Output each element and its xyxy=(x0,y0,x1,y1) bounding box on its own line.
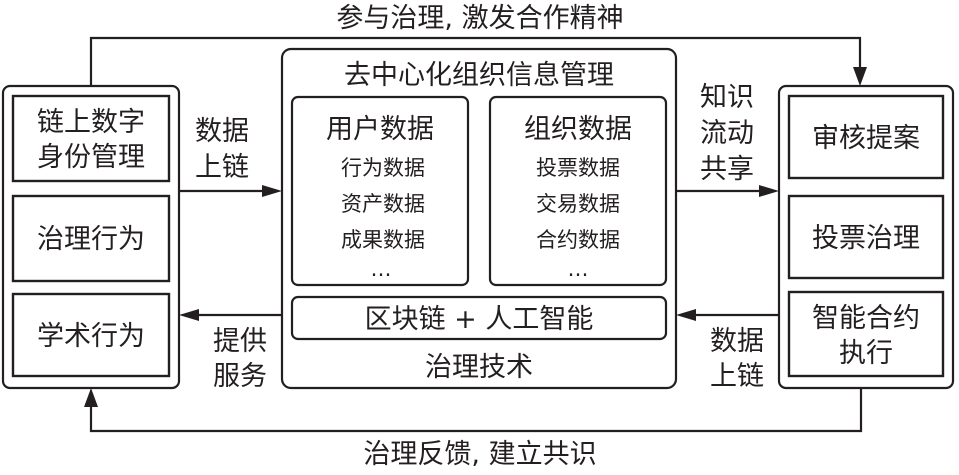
user-data-box xyxy=(290,95,470,287)
user-data-item: 行为数据 xyxy=(341,156,425,180)
tech-bar-label: 区块链 + 人工智能 xyxy=(365,304,594,335)
user-data-item: 资产数据 xyxy=(341,192,425,216)
edge-center-to-left-label-line2: 服务 xyxy=(213,361,267,392)
user-data-title: 用户数据 xyxy=(326,114,434,145)
center-panel-frame xyxy=(280,47,678,390)
org-data-title: 组织数据 xyxy=(524,114,632,145)
org-data-item: 合约数据 xyxy=(536,228,620,252)
org-data-box xyxy=(488,95,668,287)
org-data-item: 交易数据 xyxy=(536,192,620,216)
right-panel-frame xyxy=(777,84,955,390)
left-item-academic-behavior xyxy=(11,292,171,378)
right-item-review-proposal-label: 审核提案 xyxy=(812,123,920,154)
edge-right-to-center-label-line1: 数据 xyxy=(710,326,764,357)
bottom-loop-arrowhead xyxy=(84,388,98,407)
org-data-item: 投票数据 xyxy=(536,156,620,180)
right-panel: 审核提案 投票治理 智能合约 执行 xyxy=(777,84,955,390)
top-loop-arrowhead xyxy=(853,67,867,86)
left-item-academic-behavior-label: 学术行为 xyxy=(37,321,145,352)
edge-left-to-center-label-line1: 数据 xyxy=(195,116,249,147)
right-item-voting-governance xyxy=(787,194,945,280)
center-panel-title: 去中心化组织信息管理 xyxy=(344,60,614,91)
edge-right-to-center-arrowhead xyxy=(676,309,696,321)
left-panel: 链上数字 身份管理 治理行为 学术行为 xyxy=(1,84,181,390)
edge-left-to-center-label-line2: 上链 xyxy=(195,152,249,183)
org-data-item-ellipsis: … xyxy=(568,257,589,281)
center-panel-footer: 治理技术 xyxy=(425,352,533,383)
edge-center-to-right-label-line3: 共享 xyxy=(700,154,754,185)
edge-center-to-right-label-line2: 流动 xyxy=(700,118,754,149)
center-panel: 去中心化组织信息管理 用户数据 行为数据 资产数据 成果数据 … 组织数据 投票… xyxy=(280,47,678,390)
edge-center-to-left-arrowhead xyxy=(179,309,199,321)
left-item-digital-identity xyxy=(11,94,171,183)
edge-center-to-left-label-line1: 提供 xyxy=(213,326,267,357)
top-loop-label: 参与治理, 激发合作精神 xyxy=(336,3,623,34)
bottom-loop-label: 治理反馈, 建立共识 xyxy=(363,439,596,470)
right-item-smart-contract-line2: 执行 xyxy=(839,338,893,369)
left-item-digital-identity-line1: 链上数字 xyxy=(37,107,145,138)
right-item-smart-contract-line1: 智能合约 xyxy=(812,303,920,334)
edge-right-to-center-label-line2: 上链 xyxy=(710,361,764,392)
left-panel-frame xyxy=(1,84,181,390)
right-item-review-proposal xyxy=(787,94,945,180)
left-item-governance-behavior xyxy=(11,194,171,283)
left-item-governance-behavior-label: 治理行为 xyxy=(37,224,145,255)
top-loop-connector xyxy=(89,36,862,86)
bottom-loop-connector xyxy=(89,388,863,433)
tech-bar xyxy=(290,295,668,341)
edge-center-to-right-arrowhead xyxy=(759,185,779,197)
user-data-item: 成果数据 xyxy=(341,228,425,252)
edge-center-to-right-label-line1: 知识 xyxy=(700,82,754,113)
user-data-item-ellipsis: … xyxy=(371,257,392,281)
left-item-digital-identity-line2: 身份管理 xyxy=(37,142,145,173)
right-item-smart-contract xyxy=(787,290,945,378)
edge-left-to-center-arrowhead xyxy=(262,185,282,197)
right-item-voting-governance-label: 投票治理 xyxy=(812,223,920,254)
